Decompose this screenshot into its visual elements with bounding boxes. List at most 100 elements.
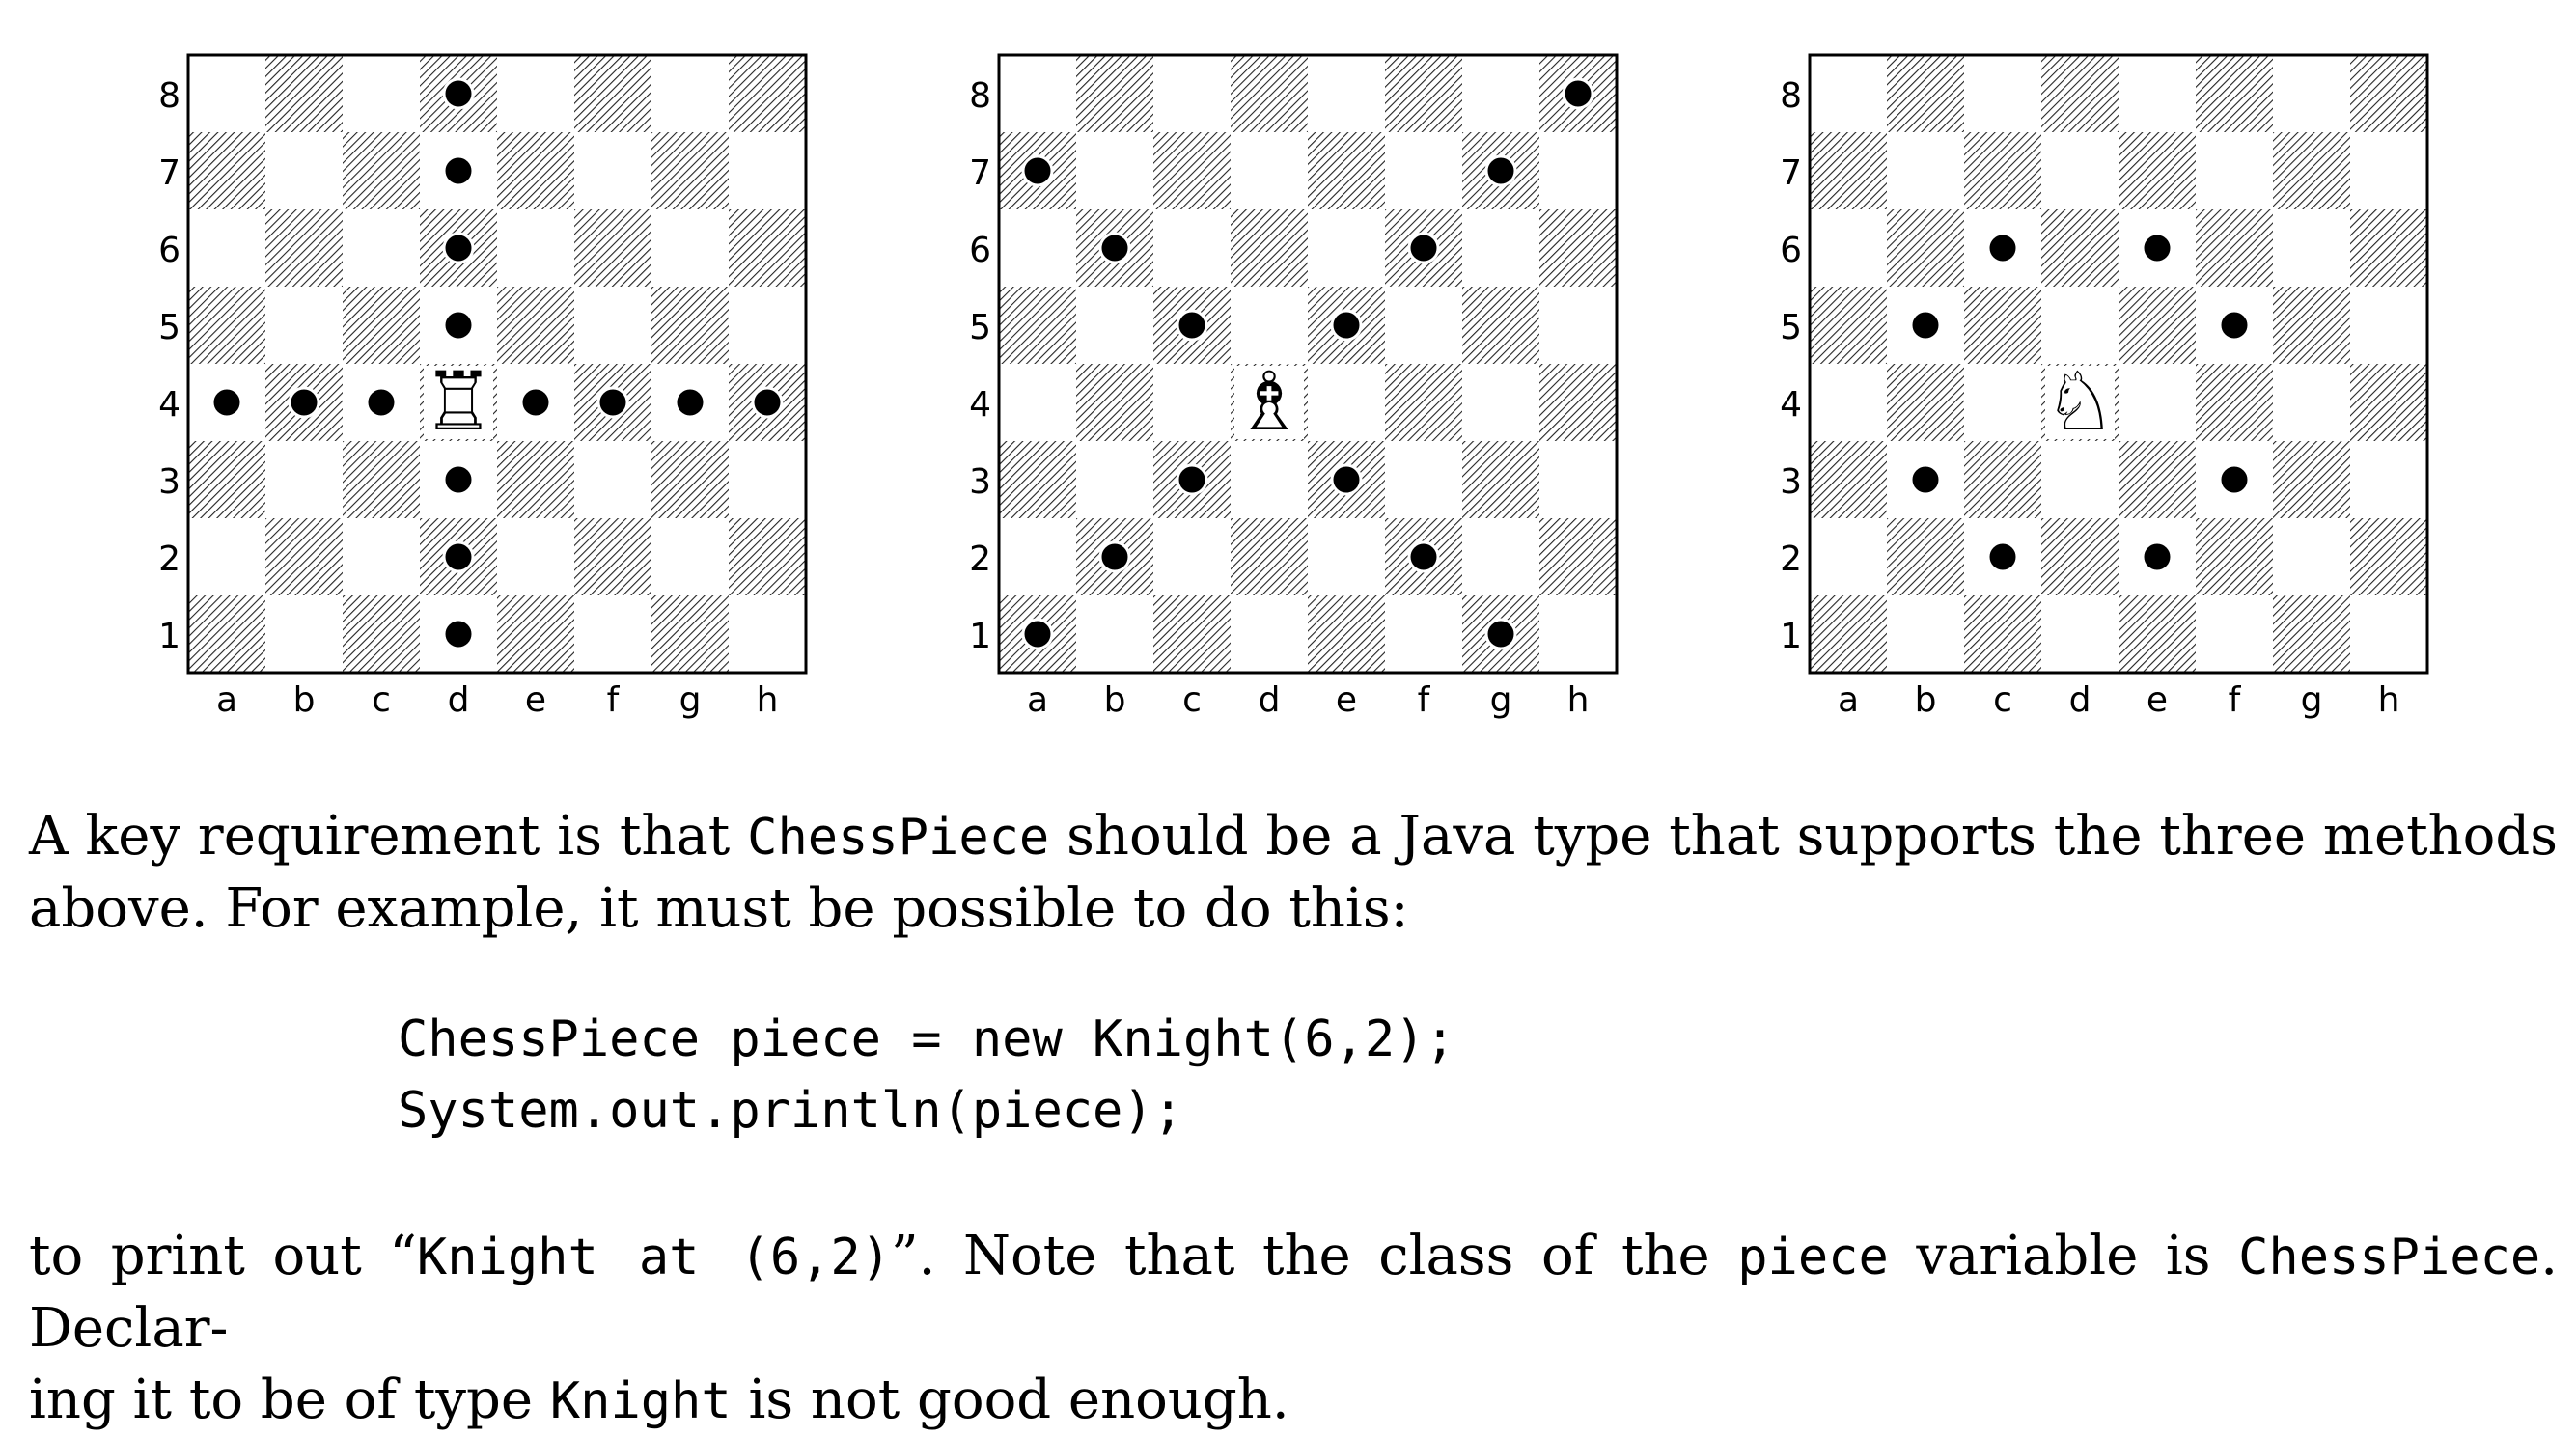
- square-a8: [1810, 55, 1887, 132]
- square-b1: [1887, 595, 1964, 673]
- rank-label: 5: [969, 308, 991, 347]
- square-e2: [497, 518, 574, 595]
- inline-code: ChessPiece: [2238, 1229, 2541, 1286]
- square-e5: [497, 287, 574, 364]
- paragraph-2-line-1: to print out “Knight at (6,2)”. Note tha…: [29, 1225, 2558, 1360]
- file-label: g: [1490, 680, 1512, 720]
- move-dot-c6: [1986, 232, 2019, 264]
- square-g4: [1462, 364, 1539, 441]
- square-a2: [1810, 518, 1887, 595]
- square-f7: [574, 132, 651, 209]
- file-label: f: [607, 680, 621, 720]
- paragraph-1: A key requirement is that ChessPiece sho…: [29, 801, 2558, 945]
- square-f7: [2196, 132, 2273, 209]
- rank-label: 5: [158, 308, 180, 347]
- square-a2: [999, 518, 1076, 595]
- square-b6: [1887, 209, 1964, 287]
- rank-label: 7: [158, 153, 180, 193]
- square-b3: [265, 441, 343, 518]
- rank-label: 7: [969, 153, 991, 193]
- square-b3: [1076, 441, 1153, 518]
- square-h6: [729, 209, 806, 287]
- square-b1: [265, 595, 343, 673]
- rank-label: 5: [1780, 308, 1802, 347]
- square-h7: [729, 132, 806, 209]
- square-a6: [1810, 209, 1887, 287]
- file-label: c: [372, 680, 391, 720]
- square-a7: [188, 132, 265, 209]
- rank-label: 1: [969, 617, 991, 656]
- file-label: a: [216, 680, 237, 720]
- square-b5: [265, 287, 343, 364]
- square-f6: [574, 209, 651, 287]
- square-c8: [1153, 55, 1231, 132]
- move-dot-b4: [288, 386, 320, 419]
- square-b4: [1076, 364, 1153, 441]
- rank-label: 7: [1780, 153, 1802, 193]
- file-label: c: [1993, 680, 2012, 720]
- rank-label: 4: [969, 385, 991, 425]
- file-label: h: [2378, 680, 2400, 720]
- square-g8: [2273, 55, 2350, 132]
- move-dot-b5: [1909, 309, 1942, 342]
- square-d7: [2041, 132, 2119, 209]
- knight-icon: ♘: [2043, 354, 2116, 449]
- square-f1: [2196, 595, 2273, 673]
- code-block: ChessPiece piece = new Knight(6,2);Syste…: [398, 1004, 1455, 1147]
- file-label: e: [1336, 680, 1357, 720]
- move-dot-d7: [442, 154, 475, 187]
- code-line-1: ChessPiece piece = new Knight(6,2);: [398, 1010, 1455, 1068]
- move-dot-c2: [1986, 540, 2019, 573]
- square-c6: [1153, 209, 1231, 287]
- move-dot-d2: [442, 540, 475, 573]
- paragraph-2-line-2: ing it to be of type Knight is not good …: [29, 1368, 1289, 1431]
- square-c2: [343, 518, 420, 595]
- square-h5: [1539, 287, 1617, 364]
- rank-label: 1: [1780, 617, 1802, 656]
- square-h1: [729, 595, 806, 673]
- square-a4: [999, 364, 1076, 441]
- file-label: b: [293, 680, 316, 720]
- square-f3: [1385, 441, 1462, 518]
- square-c7: [1964, 132, 2041, 209]
- file-label: h: [1567, 680, 1590, 720]
- square-c5: [1964, 287, 2041, 364]
- square-a8: [999, 55, 1076, 132]
- file-label: d: [1259, 680, 1281, 720]
- square-d6: [2041, 209, 2119, 287]
- rank-label: 6: [969, 231, 991, 270]
- square-f8: [2196, 55, 2273, 132]
- square-h2: [2350, 518, 2427, 595]
- square-g5: [1462, 287, 1539, 364]
- square-e1: [1308, 595, 1385, 673]
- move-dot-f5: [2218, 309, 2251, 342]
- file-label: f: [2229, 680, 2242, 720]
- square-d2: [2041, 518, 2119, 595]
- square-b8: [1887, 55, 1964, 132]
- square-c3: [1964, 441, 2041, 518]
- square-d8: [2041, 55, 2119, 132]
- move-dot-a4: [210, 386, 243, 419]
- move-dot-d5: [442, 309, 475, 342]
- square-h2: [1539, 518, 1617, 595]
- move-dot-h4: [751, 386, 784, 419]
- square-h4: [1539, 364, 1617, 441]
- square-c8: [343, 55, 420, 132]
- inline-code: ChessPiece: [747, 809, 1050, 867]
- square-d8: [1231, 55, 1308, 132]
- file-label: h: [757, 680, 779, 720]
- square-a7: [1810, 132, 1887, 209]
- square-g5: [651, 287, 729, 364]
- square-f2: [2196, 518, 2273, 595]
- square-h1: [1539, 595, 1617, 673]
- square-h5: [2350, 287, 2427, 364]
- paragraph-2: to print out “Knight at (6,2)”. Note tha…: [29, 1221, 2558, 1437]
- square-f8: [574, 55, 651, 132]
- move-dot-b6: [1098, 232, 1131, 264]
- square-g6: [1462, 209, 1539, 287]
- square-f1: [1385, 595, 1462, 673]
- square-h3: [2350, 441, 2427, 518]
- square-h7: [1539, 132, 1617, 209]
